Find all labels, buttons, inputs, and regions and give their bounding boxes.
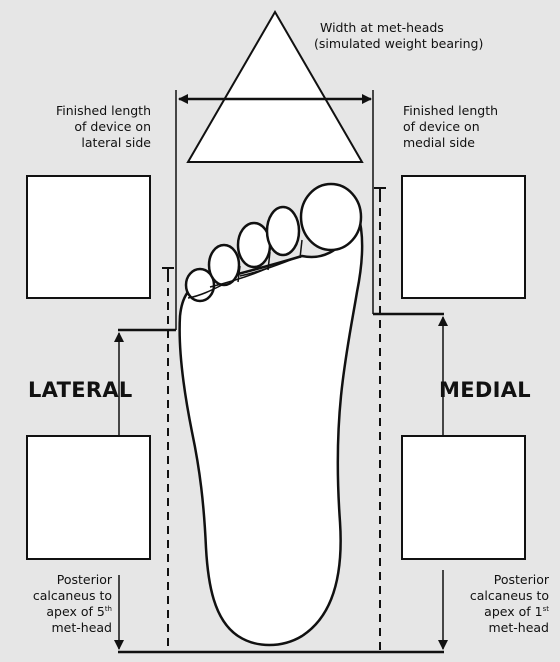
medial-apex-box (401, 435, 526, 560)
lateral-length-line1: Finished length (20, 103, 151, 119)
width-label-line2: (simulated weight bearing) (314, 36, 483, 52)
third-toe (238, 223, 270, 267)
lateral-length-box (26, 175, 151, 299)
lateral-apex-ordinal: th (105, 605, 112, 613)
lateral-apex-line2: calcaneus to (4, 588, 112, 604)
medial-side-title: MEDIAL (439, 378, 531, 402)
medial-apex-line4: met-head (447, 620, 549, 636)
lateral-apex-box (26, 435, 151, 560)
lateral-apex-line1: Posterior (4, 572, 112, 588)
medial-t-cap (374, 188, 386, 198)
lateral-length-line2: of device on (20, 119, 151, 135)
medial-apex-label: Posterior calcaneus to apex of 1st met-h… (447, 572, 549, 636)
medial-length-line3: medial side (403, 135, 543, 151)
lateral-length-line3: lateral side (20, 135, 151, 151)
width-label-line1: Width at met-heads (320, 20, 483, 36)
medial-apex-line1: Posterior (447, 572, 549, 588)
lateral-apex-label: Posterior calcaneus to apex of 5th met-h… (4, 572, 112, 636)
medial-length-label: Finished length of device on medial side (403, 103, 543, 151)
fourth-toe (209, 245, 239, 285)
lateral-apex-line3-text: apex of 5 (46, 604, 104, 619)
foot-outline (180, 184, 362, 645)
medial-length-line2: of device on (403, 119, 543, 135)
medial-apex-ordinal: st (543, 605, 549, 613)
big-toe (301, 184, 361, 250)
medial-length-line1: Finished length (403, 103, 543, 119)
lateral-side-title: LATERAL (28, 378, 133, 402)
medial-length-box (401, 175, 526, 299)
second-toe (267, 207, 299, 255)
width-label: Width at met-heads (simulated weight bea… (320, 20, 483, 52)
medial-apex-line3: apex of 1st (447, 604, 549, 620)
lateral-length-label: Finished length of device on lateral sid… (20, 103, 151, 151)
medial-apex-line2: calcaneus to (447, 588, 549, 604)
lateral-apex-line3: apex of 5th (4, 604, 112, 620)
lateral-apex-line4: met-head (4, 620, 112, 636)
lateral-t-cap (162, 268, 174, 278)
medial-apex-line3-text: apex of 1 (484, 604, 542, 619)
